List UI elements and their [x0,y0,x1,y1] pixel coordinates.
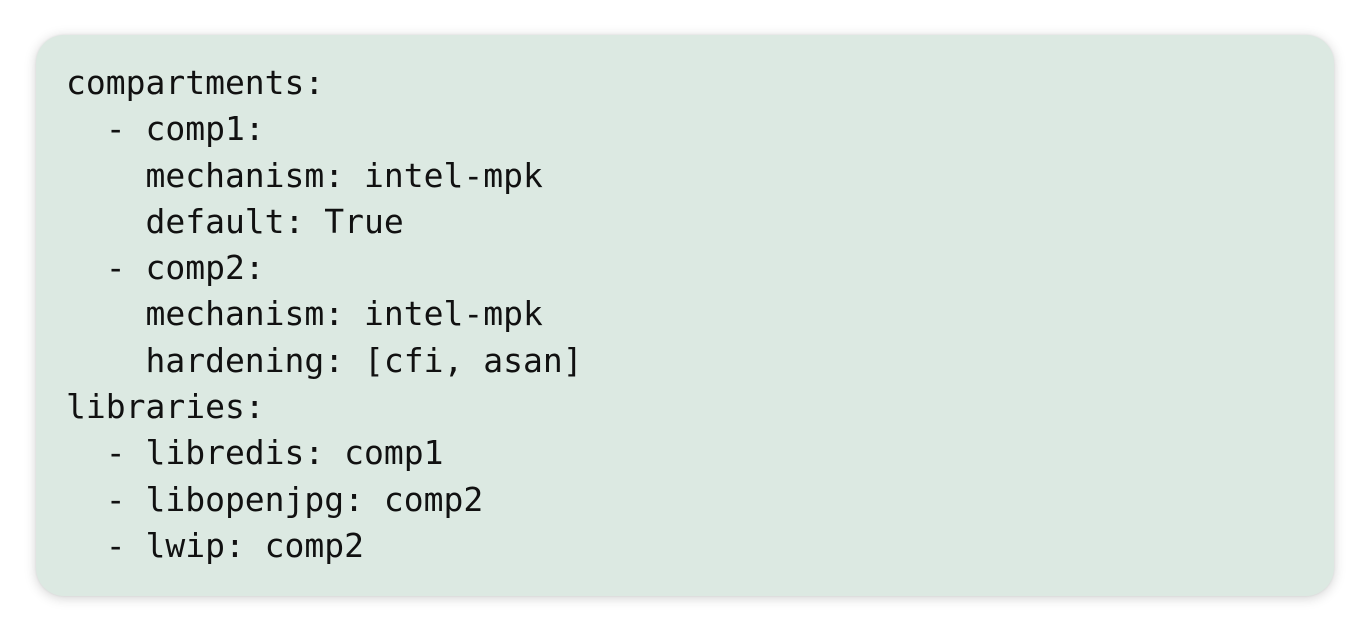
code-line: - comp1: [66,109,265,149]
yaml-code-block: compartments: - comp1: mechanism: intel-… [66,63,1334,604]
code-line: mechanism: intel-mpk [66,294,543,334]
code-line: - libredis: comp1 [66,433,444,473]
code-line: hardening: [cfi, asan] [66,340,583,380]
code-line: libraries: [66,387,265,427]
code-line: default: True [66,201,404,241]
code-line: - lwip: comp2 [66,525,365,565]
code-line: - libopenjpg: comp2 [66,479,484,519]
code-snippet-card: compartments: - comp1: mechanism: intel-… [36,35,1334,596]
code-line: mechanism: intel-mpk [66,155,543,195]
code-line: compartments: [66,63,325,102]
code-line: - comp2: [66,248,265,288]
